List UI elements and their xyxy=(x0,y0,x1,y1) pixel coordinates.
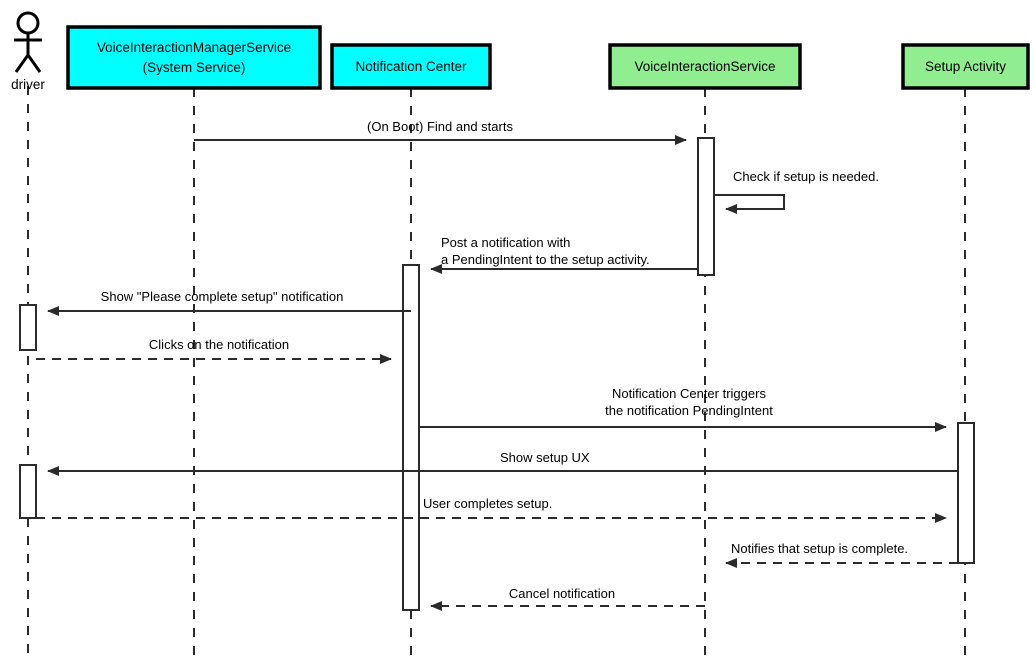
actor-label-driver: driver xyxy=(11,77,45,92)
participant-headers-group: driver VoiceInteractionManagerService (Sys… xyxy=(11,11,1030,92)
message-m1[interactable]: (On Boot) Find and starts xyxy=(194,119,687,145)
message-m9[interactable]: Notifies that setup is complete. xyxy=(725,541,958,568)
participant-label: Setup Activity xyxy=(925,59,1006,74)
message-m5[interactable]: Clicks on the notification xyxy=(36,337,392,364)
participant-label: Notification Center xyxy=(355,59,467,74)
participant-box-vims[interactable]: VoiceInteractionManagerService (System Se… xyxy=(66,25,322,90)
message-m10[interactable]: Cancel notification xyxy=(430,586,705,611)
activation-bar-vis xyxy=(697,137,715,276)
message-m6[interactable]: Notification Center triggers the notifica… xyxy=(419,386,947,432)
message-label: Cancel notification xyxy=(509,586,615,601)
activation-bar-notification_center xyxy=(402,264,420,611)
participant-box-notification_center[interactable]: Notification Center xyxy=(330,43,492,90)
message-label: User completes setup. xyxy=(423,496,552,511)
message-label: Show "Please complete setup" notificatio… xyxy=(101,289,344,304)
message-label-line2: the notification PendingIntent xyxy=(605,403,773,418)
participant-box-rect xyxy=(66,25,322,90)
message-arrow-self xyxy=(714,194,785,214)
message-m3[interactable]: Post a notification with a PendingIntent … xyxy=(430,235,698,274)
activation-bar-driver xyxy=(19,464,37,519)
activation-bars-group xyxy=(19,137,975,611)
participant-box-rect xyxy=(330,43,492,90)
participant-label-line1: VoiceInteractionManagerService xyxy=(97,40,291,55)
activation-bar-driver xyxy=(19,304,37,351)
message-m7[interactable]: Show setup UX xyxy=(47,450,958,476)
message-m2[interactable]: Check if setup is needed. xyxy=(714,169,879,214)
participant-box-vis[interactable]: VoiceInteractionService xyxy=(608,43,802,90)
actor-head-icon xyxy=(16,11,40,35)
participant-box-rect xyxy=(608,43,802,90)
activation-bar-setup_activity xyxy=(957,422,975,564)
message-label-line2: a PendingIntent to the setup activity. xyxy=(441,252,650,267)
participant-box-setup_activity[interactable]: Setup Activity xyxy=(901,43,1030,90)
participant-label-line2: (System Service) xyxy=(143,60,246,75)
message-m8[interactable]: User completes setup. xyxy=(36,496,947,523)
message-label: (On Boot) Find and starts xyxy=(367,119,513,134)
participant-box-rect xyxy=(901,43,1030,90)
message-label: Check if setup is needed. xyxy=(733,169,879,184)
message-label: Notifies that setup is complete. xyxy=(731,541,908,556)
actor-driver: driver xyxy=(11,11,45,92)
participant-label: VoiceInteractionService xyxy=(634,59,775,74)
message-label: Show setup UX xyxy=(500,450,590,465)
message-label: Notification Center triggers xyxy=(612,386,766,401)
message-label: Post a notification with xyxy=(441,235,570,250)
message-label: Clicks on the notification xyxy=(149,337,289,352)
message-m4[interactable]: Show "Please complete setup" notificatio… xyxy=(47,289,411,316)
actor-body-icon xyxy=(14,33,42,73)
